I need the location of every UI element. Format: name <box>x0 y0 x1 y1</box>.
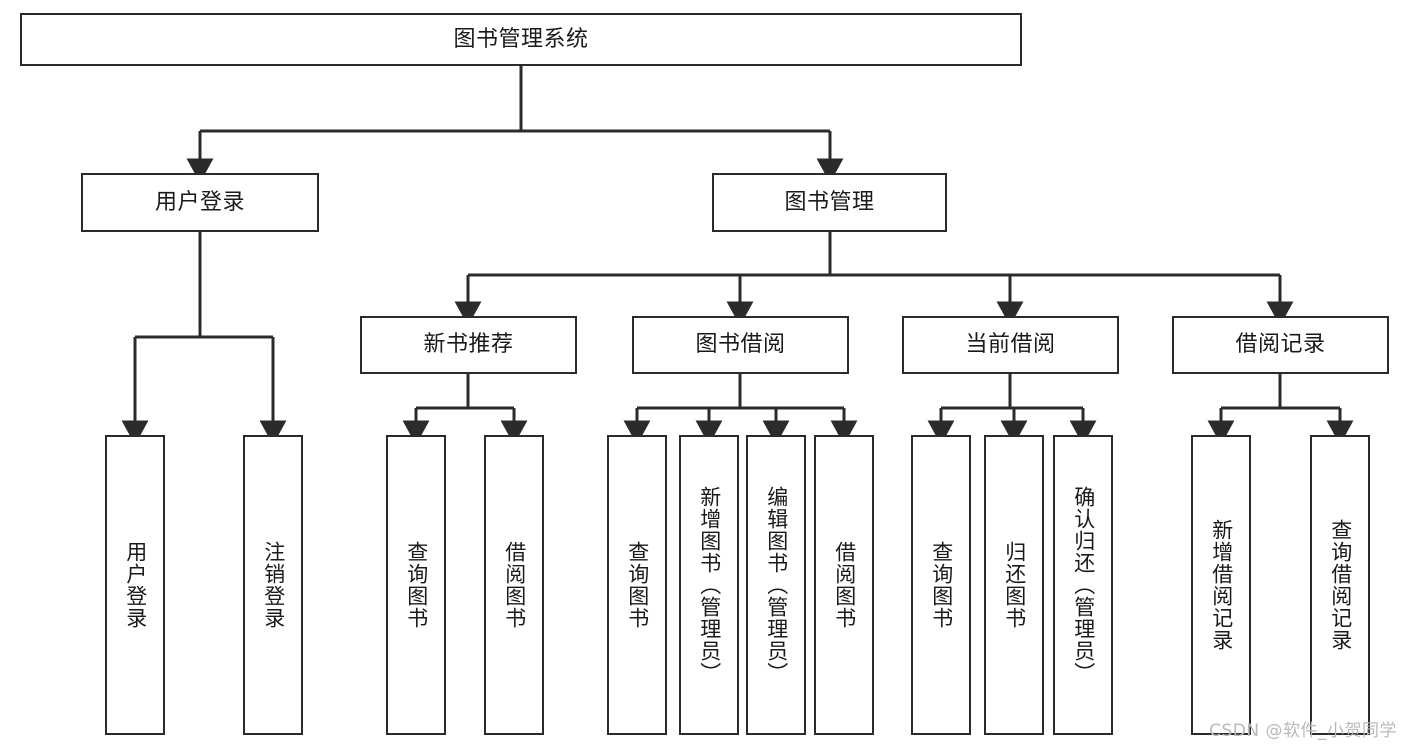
node-book-borrow-label: 图书借阅 <box>695 332 786 358</box>
node-book-borrow[interactable]: 图书借阅 <box>632 316 849 374</box>
node-current-borrow-label: 当前借阅 <box>965 332 1056 358</box>
leaf-query-book-current[interactable]: 查询图书 <box>911 435 971 735</box>
leaf-query-borrow-record-label: 查询借阅记录 <box>1328 519 1353 651</box>
node-user-login[interactable]: 用户登录 <box>81 173 319 232</box>
leaf-add-borrow-record-label: 新增借阅记录 <box>1209 519 1234 651</box>
node-current-borrow[interactable]: 当前借阅 <box>902 316 1119 374</box>
leaf-borrow-book-recommend-label: 借阅图书 <box>502 541 527 629</box>
leaf-confirm-return-admin-label: 确认归还（管理员） <box>1071 486 1096 684</box>
leaf-borrow-book[interactable]: 借阅图书 <box>814 435 874 735</box>
leaf-query-book-borrow[interactable]: 查询图书 <box>607 435 667 735</box>
leaf-return-book[interactable]: 归还图书 <box>984 435 1044 735</box>
leaf-query-book-borrow-label: 查询图书 <box>625 541 650 629</box>
leaf-confirm-return-admin[interactable]: 确认归还（管理员） <box>1053 435 1113 735</box>
leaf-query-borrow-record[interactable]: 查询借阅记录 <box>1310 435 1370 735</box>
leaf-borrow-book-label: 借阅图书 <box>832 541 857 629</box>
node-new-book-recommend[interactable]: 新书推荐 <box>360 316 577 374</box>
leaf-logout[interactable]: 注销登录 <box>243 435 303 735</box>
csdn-watermark: CSDN @软件_小贺同学 <box>1209 721 1397 741</box>
node-book-management-label: 图书管理 <box>784 189 875 215</box>
node-root-label: 图书管理系统 <box>453 26 589 52</box>
node-root[interactable]: 图书管理系统 <box>20 13 1022 66</box>
leaf-add-borrow-record[interactable]: 新增借阅记录 <box>1191 435 1251 735</box>
leaf-edit-book-admin[interactable]: 编辑图书（管理员） <box>746 435 806 735</box>
leaf-user-login-label: 用户登录 <box>123 541 148 629</box>
node-borrow-record[interactable]: 借阅记录 <box>1172 316 1389 374</box>
leaf-return-book-label: 归还图书 <box>1002 541 1027 629</box>
leaf-query-book-recommend-label: 查询图书 <box>404 541 429 629</box>
leaf-query-book-current-label: 查询图书 <box>929 541 954 629</box>
leaf-add-book-admin[interactable]: 新增图书（管理员） <box>679 435 739 735</box>
leaf-edit-book-admin-label: 编辑图书（管理员） <box>764 486 789 684</box>
node-borrow-record-label: 借阅记录 <box>1235 332 1326 358</box>
node-new-book-recommend-label: 新书推荐 <box>423 332 514 358</box>
leaf-query-book-recommend[interactable]: 查询图书 <box>386 435 446 735</box>
leaf-user-login[interactable]: 用户登录 <box>105 435 165 735</box>
leaf-borrow-book-recommend[interactable]: 借阅图书 <box>484 435 544 735</box>
leaf-logout-label: 注销登录 <box>261 541 286 629</box>
node-book-management[interactable]: 图书管理 <box>712 173 947 232</box>
leaf-add-book-admin-label: 新增图书（管理员） <box>697 486 722 684</box>
node-user-login-label: 用户登录 <box>154 189 245 215</box>
